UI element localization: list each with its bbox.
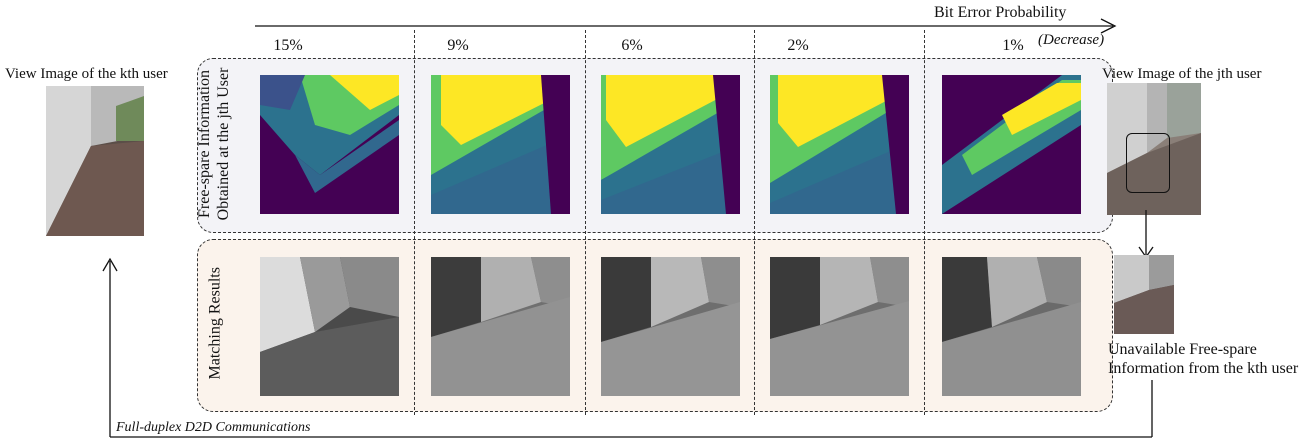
matching-result-6 bbox=[601, 257, 740, 396]
unavailable-label-line2: Information from the kth user bbox=[1108, 360, 1299, 377]
column-header-6: 6% bbox=[621, 37, 643, 54]
top-row-label-line1: Free-spare Information bbox=[196, 70, 213, 218]
axis-label: Bit Error Probability bbox=[934, 4, 1067, 21]
kth-user-caption: View Image of the kth user bbox=[5, 66, 168, 82]
kth-user-view-image bbox=[46, 86, 144, 236]
d2d-feedback-arrow bbox=[102, 257, 1153, 438]
free-space-map-6 bbox=[601, 75, 740, 214]
column-separator bbox=[414, 30, 415, 415]
axis-note: (Decrease) bbox=[1038, 32, 1105, 48]
column-separator bbox=[585, 30, 586, 415]
jth-user-caption: View Image of the jth user bbox=[1102, 66, 1262, 82]
column-header-2: 2% bbox=[787, 37, 809, 54]
column-header-15: 15% bbox=[273, 37, 303, 54]
column-separator bbox=[754, 30, 755, 415]
d2d-link-label: Full-duplex D2D Communications bbox=[116, 420, 311, 435]
top-row-label-line2: Obtained at the jth User bbox=[215, 67, 232, 221]
matching-result-2 bbox=[770, 257, 909, 396]
unavailable-region-image bbox=[1114, 255, 1174, 334]
down-arrow bbox=[1138, 210, 1154, 259]
matching-result-9 bbox=[431, 257, 570, 396]
free-space-map-9 bbox=[431, 75, 570, 214]
free-space-map-1 bbox=[942, 75, 1081, 214]
selection-region-box bbox=[1126, 133, 1170, 193]
free-space-map-2 bbox=[770, 75, 909, 214]
free-space-map-15 bbox=[260, 75, 399, 214]
unavailable-label-line1: Unavailable Free-spare bbox=[1108, 341, 1257, 358]
bit-error-axis-arrow bbox=[255, 18, 1117, 34]
top-row-label: Free-spare Information Obtained at the j… bbox=[195, 64, 233, 224]
matching-result-1 bbox=[942, 257, 1081, 396]
jth-user-view-image bbox=[1107, 83, 1201, 215]
column-header-9: 9% bbox=[447, 37, 469, 54]
matching-result-15 bbox=[260, 257, 399, 396]
column-header-1: 1% bbox=[1002, 37, 1024, 54]
column-separator bbox=[924, 30, 925, 415]
